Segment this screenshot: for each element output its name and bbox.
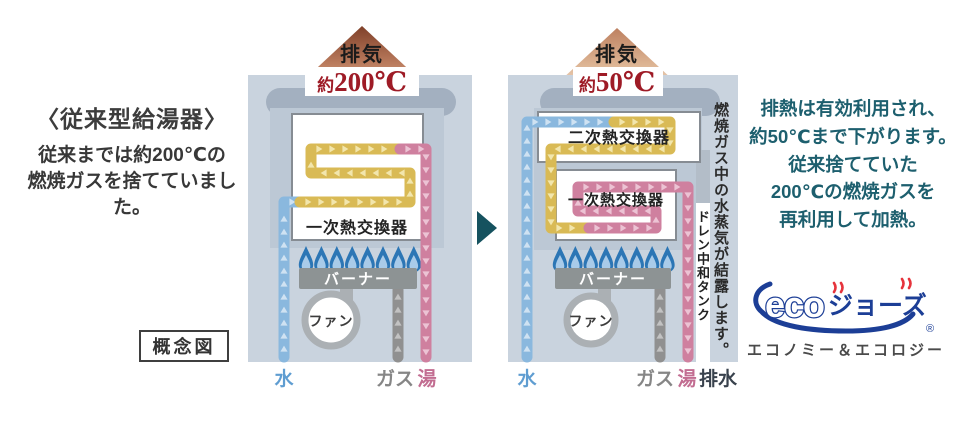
conventional-note-line2: 燃焼ガスを捨てていました。 [27, 171, 237, 219]
drain-tank-label: ドレン中和タンク [695, 210, 710, 322]
hot-pipe-conventional [394, 143, 432, 363]
fan-label-conventional: ファン [309, 313, 354, 329]
flame-icon [375, 246, 391, 273]
gas-inlet-label-conventional: ガス [376, 368, 414, 390]
flame-icon [660, 246, 675, 273]
flame-icon [314, 246, 329, 273]
temp-plate-conventional [305, 67, 419, 96]
coil-pipe-conventional [294, 143, 416, 208]
gas-pipe-conventional-flow-chevrons [394, 293, 402, 352]
conventional-note-line1: 従来までは約200℃の [38, 145, 226, 166]
fan-circle-eco [563, 292, 619, 348]
burner-bar-conventional [299, 268, 417, 289]
eco-benefit-line4: 200℃の燃焼ガスを [770, 181, 936, 203]
conventional-note-heading: 〈従来型給湯器〉 [36, 107, 228, 132]
eco-benefit-line2: 約50℃まで下がります。 [749, 125, 957, 147]
logo-swoosh [753, 281, 916, 334]
burner-flame-icons [298, 246, 675, 273]
logo-steam-icon [832, 277, 912, 294]
gas-inlet-label-eco: ガス [636, 368, 674, 390]
gas-pipe-eco [654, 284, 666, 363]
coil-pipe-conventional-flow-chevrons [305, 145, 414, 206]
caption-box: 概念図 [139, 330, 229, 362]
preheat-pipe-eco-flow-chevrons [547, 118, 674, 232]
preheat-pipe-eco [545, 116, 676, 234]
drain-label-eco: 排水 [699, 367, 738, 390]
hot-pipe-eco [572, 181, 694, 363]
flame-icon [360, 246, 375, 273]
flame-icon [329, 246, 344, 273]
flame-icon [614, 246, 629, 273]
exhaust-label-eco: 排気 [595, 42, 639, 66]
flame-icon [552, 246, 568, 273]
logo-jozu-text: ジョーズ [828, 291, 927, 320]
logo-registered-mark: ® [926, 323, 934, 335]
eco-jozu-logo-svg: eco ジョーズ ® [753, 277, 934, 335]
flame-icon [298, 246, 314, 273]
eco-benefit-line3: 従来捨てていた [788, 153, 918, 175]
exhaust-temp-conventional: 約200℃ [317, 67, 407, 97]
burner-label-conventional: バーナー [324, 271, 392, 288]
drain-tank-channel [696, 203, 710, 362]
burner-bar-eco [555, 268, 671, 289]
condensation-note: 燃焼ガス中の水蒸気が結露します。 [712, 102, 729, 358]
eco-benefit-line1: 排熱は有効利用され、 [760, 98, 946, 119]
primary-hx-label-conventional: 一次熱交換器 [306, 218, 408, 237]
conventional-note: 〈従来型給湯器〉 従来までは約200℃の 燃焼ガスを捨てていました。 [16, 100, 248, 222]
hot-water-label-conventional: 湯 [417, 368, 436, 390]
eco-jozu-logo: eco ジョーズ ® [750, 276, 946, 343]
temp-plate-eco [573, 67, 663, 96]
water-pipe-eco-flow-chevrons [523, 118, 604, 352]
flame-icon [568, 246, 583, 273]
flame-icon [583, 246, 598, 273]
flame-icon [598, 246, 614, 273]
gas-pipe-conventional [392, 284, 404, 363]
logo-eco-text: eco [765, 284, 824, 325]
water-pipe-eco [521, 116, 620, 363]
flame-icon [644, 246, 660, 273]
flame-icon [629, 246, 644, 273]
exhaust-temp-eco: 約50℃ [579, 67, 655, 97]
transition-arrow-icon [477, 211, 497, 245]
hot-water-label-eco: 湯 [677, 368, 696, 390]
logo-tagline: エコノミー＆エコロジー [746, 342, 945, 359]
drain-connector [696, 150, 710, 210]
secondary-hx-label: 二次熱交換器 [568, 128, 670, 147]
primary-hx-label-eco: 一次熱交換器 [568, 191, 664, 209]
eco-benefit-note: 排熱は有効利用され、 約50℃まで下がります。 従来捨てていた 200℃の燃焼ガ… [746, 95, 960, 234]
flame-icon [345, 246, 360, 273]
exhaust-label-conventional: 排気 [340, 42, 384, 66]
fan-label-eco: ファン [569, 313, 614, 329]
flame-icon [406, 246, 421, 273]
gas-pipe-eco-flow-chevrons [656, 293, 664, 352]
flame-icon [391, 246, 406, 273]
water-inlet-label-eco: 水 [517, 368, 537, 390]
hot-pipe-conventional-flow-chevrons [405, 145, 430, 356]
eco-benefit-line5: 再利用して加熱。 [779, 209, 927, 230]
fan-circle-conventional [301, 290, 361, 350]
hot-pipe-eco-flow-chevrons [574, 183, 692, 355]
burner-label-eco: バーナー [579, 271, 647, 288]
water-pipe-conventional-flow-chevrons [280, 198, 296, 352]
water-inlet-label-conventional: 水 [274, 368, 294, 390]
pipe-network [278, 116, 694, 363]
